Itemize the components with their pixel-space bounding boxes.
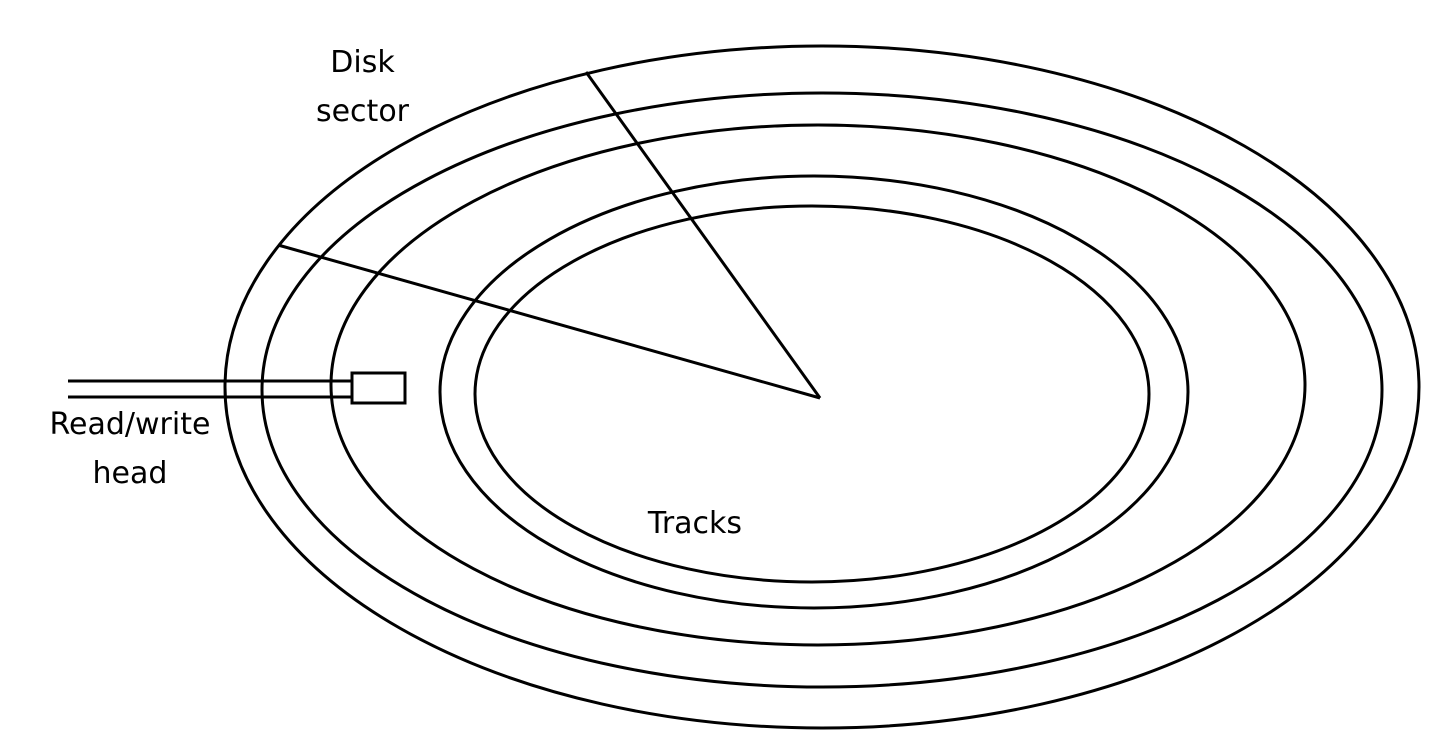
track-ellipse-4 bbox=[438, 174, 1190, 610]
head-label-line1: Read/write bbox=[49, 407, 211, 442]
head-label-line2: head bbox=[92, 456, 168, 491]
disk-sector-label-line2: sector bbox=[315, 94, 410, 129]
disk-sector-label: Disk sector bbox=[300, 38, 425, 136]
track-ellipse-2 bbox=[260, 91, 1384, 689]
sector-boundary-1 bbox=[584, 71, 822, 399]
track-ellipse-3 bbox=[329, 123, 1307, 647]
tracks-label: Tracks bbox=[647, 506, 743, 541]
sector-boundary-2 bbox=[277, 243, 821, 400]
read-write-head-label: Read/write head bbox=[30, 400, 230, 498]
track-ellipse-5 bbox=[473, 204, 1151, 584]
track-ellipse-1 bbox=[223, 44, 1421, 730]
disk-sector-label-line1: Disk bbox=[330, 45, 395, 80]
read-write-head bbox=[350, 371, 407, 405]
